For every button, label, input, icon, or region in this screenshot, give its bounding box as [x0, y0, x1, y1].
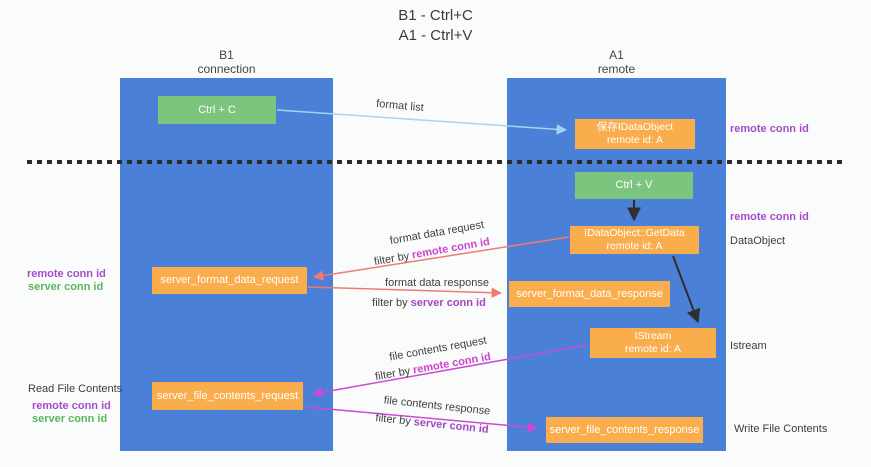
- right-write-file-contents-label: Write File Contents: [734, 423, 828, 435]
- server-format-data-request-box: server_format_data_request: [152, 267, 307, 294]
- server-format-data-request-label: server_format_data_request: [160, 274, 299, 286]
- title-line-1: B1 - Ctrl+C: [398, 7, 473, 24]
- left-remote-conn-id-lower: remote conn id: [32, 400, 111, 412]
- right-remote-conn-id-mid: remote conn id: [730, 211, 809, 223]
- left-column-header: B1 connection: [120, 48, 333, 76]
- server-file-contents-response-label: server_file_contents_response: [549, 423, 700, 436]
- left-server-conn-id-upper: server conn id: [28, 281, 104, 293]
- filter-key-server-conn-id: server conn id: [410, 297, 486, 309]
- format-list-label: format list: [375, 97, 425, 115]
- server-file-contents-request-box: server_file_contents_request: [152, 382, 303, 410]
- title-line-2: A1 - Ctrl+V: [398, 27, 473, 44]
- filter-by-prefix: filter by: [373, 250, 411, 269]
- format-data-response-label: format data response: [385, 277, 489, 289]
- phase-separator-dashed-line: [27, 160, 842, 164]
- filter-by-prefix: filter by: [374, 412, 412, 428]
- right-istream-label: Istream: [730, 340, 767, 352]
- right-dataobject-label: DataObject: [730, 235, 786, 247]
- right-column-name: A1: [609, 48, 624, 62]
- save-dataobject-line1: 保存IDataObject: [596, 121, 674, 133]
- ctrl-v-label: Ctrl + V: [615, 179, 653, 191]
- idataobject-getdata-box: IDataObject::GetData remote id: A: [570, 226, 699, 254]
- left-read-file-contents-label: Read File Contents: [28, 383, 123, 395]
- right-column-subtitle: remote: [597, 62, 636, 76]
- right-remote-conn-id-top: remote conn id: [730, 123, 809, 135]
- save-dataobject-box: 保存IDataObject remote id: A: [575, 119, 695, 149]
- filter-by-prefix: filter by: [372, 297, 408, 309]
- left-server-conn-id-lower: server conn id: [32, 413, 108, 425]
- getdata-line2: remote id: A: [606, 240, 663, 252]
- left-remote-conn-id-upper: remote conn id: [27, 268, 106, 280]
- filter-by-prefix: filter by: [374, 365, 412, 384]
- save-dataobject-line2: remote id: A: [606, 134, 664, 146]
- left-column-name: B1: [219, 48, 234, 62]
- istream-line2: remote id: A: [624, 343, 682, 355]
- server-file-contents-request-label: server_file_contents_request: [156, 389, 299, 402]
- istream-line1: IStream: [634, 330, 672, 342]
- server-format-data-response-label: server_format_data_response: [516, 287, 663, 300]
- ctrl-v-box: Ctrl + V: [575, 172, 693, 199]
- server-format-data-response-box: server_format_data_response: [509, 281, 670, 307]
- ctrl-c-label: Ctrl + C: [198, 103, 236, 116]
- istream-box: IStream remote id: A: [590, 328, 716, 358]
- ctrl-c-box: Ctrl + C: [158, 96, 276, 124]
- getdata-line1: IDataObject::GetData: [584, 227, 685, 239]
- filter-key-server-conn-id: server conn id: [413, 416, 490, 436]
- right-column-header: A1 remote: [507, 48, 726, 76]
- left-column-subtitle: connection: [197, 62, 256, 76]
- diagram-title: B1 - Ctrl+C A1 - Ctrl+V: [0, 6, 871, 46]
- server-file-contents-response-box: server_file_contents_response: [546, 417, 703, 443]
